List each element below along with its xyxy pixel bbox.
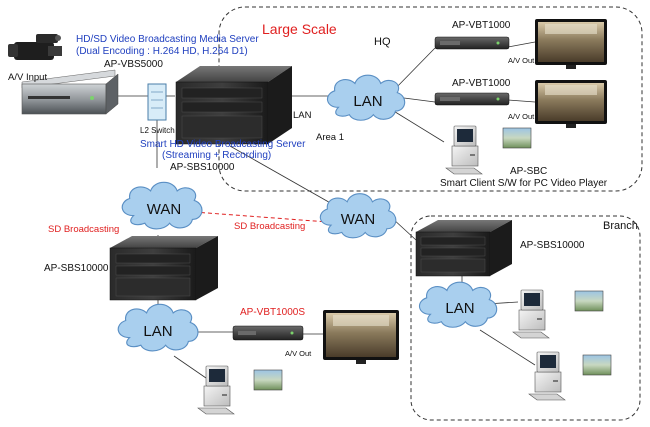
tv-monitor-top xyxy=(535,19,607,69)
large-scale-region xyxy=(218,6,643,192)
sd-broadcasting-mid: SD Broadcasting xyxy=(234,221,305,232)
lan-left-label: LAN xyxy=(143,323,172,340)
hq-label: HQ xyxy=(374,36,391,48)
vbt1000s-box xyxy=(232,325,304,341)
pc-hq-thumbnail xyxy=(502,127,532,149)
l2-switch xyxy=(147,83,167,121)
av-out-bottom-label: A/V Out xyxy=(285,349,312,358)
vbt1000-mid-box xyxy=(434,92,510,106)
tv-monitor-mid xyxy=(535,80,607,128)
media-server-subtitle: (Dual Encoding : H.264 HD, H.264 D1) xyxy=(76,46,248,57)
av-out-top-label: A/V Out xyxy=(508,56,535,65)
sbs10000-left-server xyxy=(109,236,218,301)
pc-hq xyxy=(445,125,483,175)
sd-broadcasting-link xyxy=(193,211,329,223)
media-server-model: AP-VBS5000 xyxy=(104,59,163,70)
large-scale-title: Large Scale xyxy=(262,21,337,37)
av-out-mid-label: A/V Out xyxy=(508,112,535,121)
area1-label: Area 1 xyxy=(316,132,344,143)
smart-server-title: Smart HD Video Broadcasting Server xyxy=(140,139,306,150)
wan-left-label: WAN xyxy=(147,201,181,218)
sd-broadcasting-left: SD Broadcasting xyxy=(48,224,119,235)
pc-branch-1-thumbnail xyxy=(574,290,604,312)
sbs-branch-model: AP-SBS10000 xyxy=(520,240,585,251)
vbt1000s-model: AP-VBT1000S xyxy=(240,307,305,318)
pc-left xyxy=(197,365,235,415)
vbs5000-encoder xyxy=(21,69,119,115)
l2-switch-ports xyxy=(151,91,163,109)
pc-branch-2-thumbnail xyxy=(582,354,612,376)
pc-left-thumbnail xyxy=(253,369,283,391)
lan-hq-label: LAN xyxy=(353,93,382,110)
l2-switch-label: L2 Switch xyxy=(140,126,175,135)
pc-branch-1 xyxy=(512,289,550,339)
sbs-left-model: AP-SBS10000 xyxy=(44,263,109,274)
sbc-model: AP-SBC xyxy=(510,166,547,177)
lan-link-label: LAN xyxy=(293,110,312,121)
pc-branch-2 xyxy=(528,351,566,401)
camera-icon xyxy=(8,34,62,60)
media-server-title: HD/SD Video Broadcasting Media Server xyxy=(76,34,259,45)
vbt-top-model: AP-VBT1000 xyxy=(452,20,511,31)
branch-region xyxy=(410,215,641,421)
branch-label: Branch xyxy=(603,220,638,232)
lan-branch-label: LAN xyxy=(445,300,474,317)
sbc-description: Smart Client S/W for PC Video Player xyxy=(440,178,608,189)
sbs10000-main-server xyxy=(175,66,292,145)
wan-mid-label: WAN xyxy=(341,211,375,228)
vbt-mid-model: AP-VBT1000 xyxy=(452,78,511,89)
smart-server-subtitle: (Streaming + Recording) xyxy=(162,150,271,161)
vbt1000-top-box xyxy=(434,36,510,50)
sbs10000-branch-server xyxy=(415,220,512,277)
av-input-label: A/V Input xyxy=(8,72,47,83)
tv-monitor-bottom xyxy=(323,310,399,364)
smart-server-model: AP-SBS10000 xyxy=(170,162,235,173)
